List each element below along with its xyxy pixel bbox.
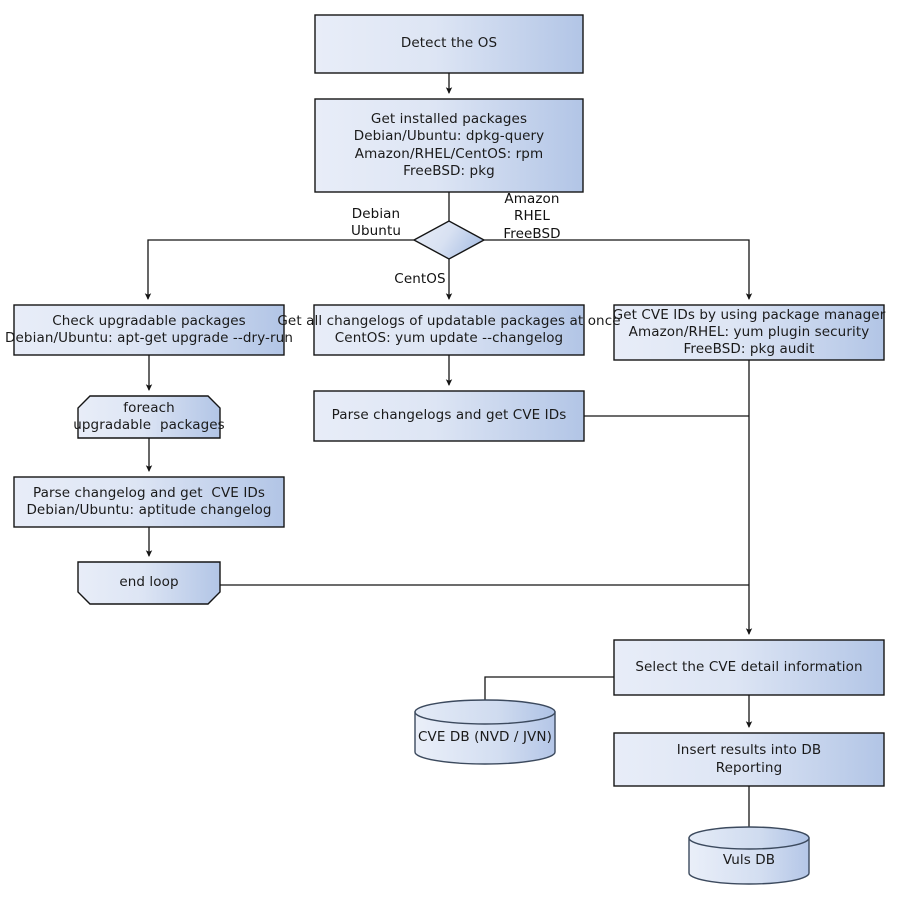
edge-decision-to-check-upgradable <box>144 239 414 301</box>
node-get-installed-packages[interactable] <box>314 98 584 193</box>
node-end-loop[interactable] <box>77 561 221 605</box>
node-detect-os[interactable] <box>314 14 584 74</box>
node-get-all-changelogs[interactable] <box>313 304 585 356</box>
node-select-cve-detail[interactable] <box>613 639 885 696</box>
node-shapes <box>13 14 885 885</box>
node-os-decision[interactable] <box>412 220 486 260</box>
node-vuls-db[interactable] <box>688 826 810 885</box>
node-check-upgradable-packages[interactable] <box>13 304 285 356</box>
node-insert-results-into-db[interactable] <box>613 732 885 787</box>
edge-label-amazon-rhel-freebsd: Amazon RHEL FreeBSD <box>503 191 561 242</box>
edge-label-centos: CentOS <box>394 271 446 287</box>
node-parse-changelogs-cve-ids[interactable] <box>313 390 585 442</box>
edge-label-debian-ubuntu: Debian Ubuntu <box>350 206 401 240</box>
node-foreach-upgradable-packages[interactable] <box>77 395 221 439</box>
node-parse-changelog-cve-ids[interactable] <box>13 476 285 528</box>
edge-decision-to-get-cve-ids <box>484 239 753 301</box>
node-get-cve-ids-pkg-manager[interactable] <box>613 304 885 361</box>
node-cve-db[interactable] <box>414 699 556 765</box>
